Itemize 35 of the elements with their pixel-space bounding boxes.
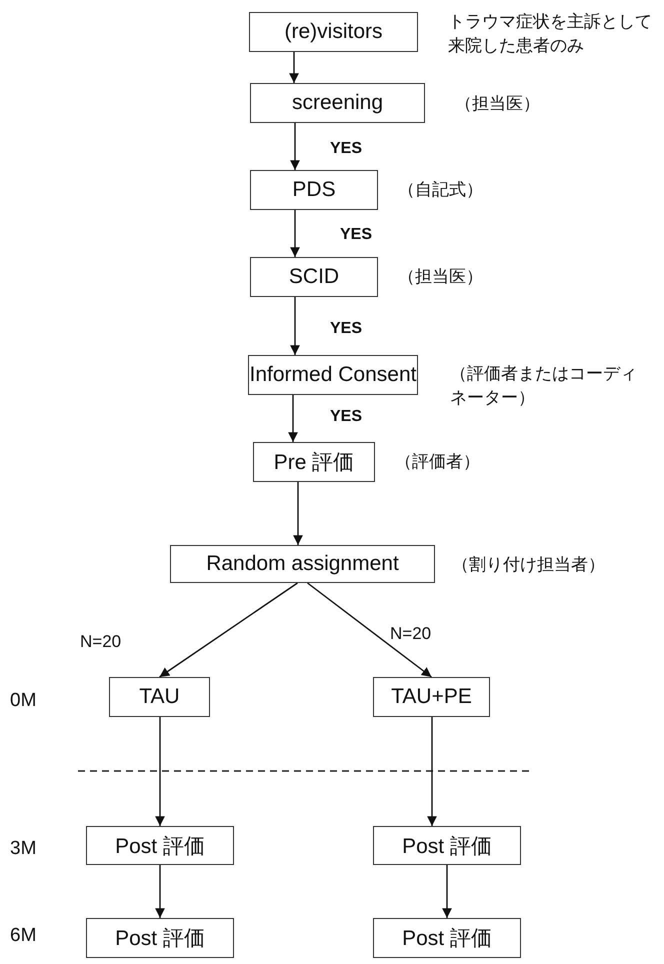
side-note: （割り付け担当者） bbox=[452, 554, 606, 576]
side-note: （担当医） bbox=[398, 266, 484, 288]
arrow bbox=[155, 865, 165, 918]
side-note: （担当医） bbox=[455, 93, 541, 115]
arrow bbox=[290, 123, 300, 170]
arrow bbox=[293, 482, 303, 545]
process-box: screening bbox=[250, 83, 425, 123]
arrow bbox=[289, 52, 299, 83]
arrow bbox=[288, 395, 298, 442]
side-note: （評価者） bbox=[395, 451, 481, 473]
process-box: Random assignment bbox=[170, 545, 435, 583]
timepoint-label: 3M bbox=[10, 838, 36, 860]
arrow bbox=[290, 297, 300, 355]
arrow bbox=[290, 210, 300, 257]
arrow bbox=[155, 717, 165, 826]
process-box: TAU+PE bbox=[373, 677, 490, 717]
process-box: Informed Consent bbox=[248, 355, 418, 395]
side-note: （評価者またはコーディネーター） bbox=[450, 363, 638, 409]
process-box: TAU bbox=[109, 677, 210, 717]
process-box: PDS bbox=[250, 170, 378, 210]
arrow bbox=[159, 582, 298, 678]
side-note: （自記式） bbox=[398, 179, 484, 201]
process-box: Post 評価 bbox=[373, 826, 521, 865]
process-box: Post 評価 bbox=[373, 918, 521, 958]
process-box: Post 評価 bbox=[86, 918, 234, 958]
arrow bbox=[442, 865, 452, 918]
arrow bbox=[307, 582, 432, 678]
side-note: トラウマ症状を主訴として来院した患者のみ bbox=[448, 11, 653, 57]
process-box: Post 評価 bbox=[86, 826, 234, 865]
timepoint-label: 6M bbox=[10, 925, 36, 947]
process-box: Pre 評価 bbox=[253, 442, 375, 482]
process-box: (re)visitors bbox=[249, 12, 418, 52]
process-box: SCID bbox=[250, 257, 378, 297]
arrow bbox=[427, 717, 437, 826]
timepoint-label: 0M bbox=[10, 690, 36, 712]
